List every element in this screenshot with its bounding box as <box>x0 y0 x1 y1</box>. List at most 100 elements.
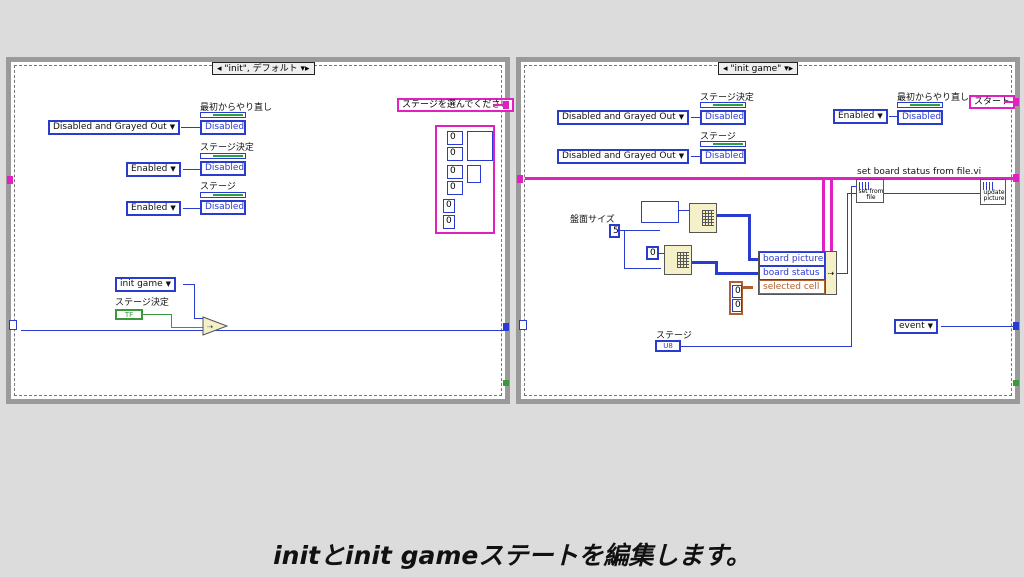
cluster-value-4: 0 <box>443 199 455 213</box>
string-select-stage[interactable]: ステージを選んでください <box>397 98 515 112</box>
wire-pink-main <box>525 177 1013 180</box>
vi-set-from-file[interactable]: set from file <box>856 179 884 203</box>
tunnel-bottom-right <box>503 323 509 331</box>
vi-icon-grid <box>859 182 869 190</box>
cluster-value-3: 0 <box>447 181 463 195</box>
bundle-item-board-picture: board picture <box>759 252 825 266</box>
tunnel-corner <box>503 380 509 386</box>
array-grid-icon <box>702 210 714 226</box>
cluster-constant: 0 0 0 0 0 0 <box>435 125 495 234</box>
ctrl-disabled-grayed[interactable]: Disabled and Grayed Out▼ <box>48 120 181 135</box>
label-vi: set board status from file.vi <box>857 167 982 177</box>
wire-vi-update <box>884 193 980 194</box>
wire-stage <box>851 186 857 187</box>
wire <box>624 230 625 269</box>
cluster-small-box <box>467 165 481 183</box>
wire-brown <box>750 286 753 289</box>
indicator-stage: Disabled <box>700 141 746 166</box>
wire <box>691 117 701 118</box>
wire <box>194 284 195 318</box>
wire <box>183 169 200 170</box>
label-stage-decide: ステージ決定 <box>200 143 254 153</box>
array-value-1: 0 <box>732 299 742 312</box>
tunnel-event <box>1013 322 1019 330</box>
cluster-box <box>467 131 493 161</box>
cluster-value-1: 0 <box>447 147 463 161</box>
case-selector[interactable]: ◂ "init", デフォルト ▾▸ <box>212 62 315 75</box>
label-stage-u8: ステージ <box>656 331 692 341</box>
label-restart: 最初からやり直し <box>200 103 273 113</box>
wire-array2 <box>715 272 758 275</box>
string-start[interactable]: スタート <box>969 95 1016 109</box>
tunnel-right <box>1013 174 1019 182</box>
wire <box>889 116 898 117</box>
wire-bool <box>171 327 205 328</box>
label-stage: ステージ <box>700 132 736 142</box>
cluster-value-5: 0 <box>443 215 455 229</box>
tunnel-left <box>517 175 523 183</box>
vi-update-picture[interactable]: update picture <box>980 179 1006 205</box>
ctrl-disabled-grayed-2[interactable]: Disabled and Grayed Out▼ <box>557 149 690 164</box>
wire-array1 <box>748 258 758 261</box>
array-constant[interactable]: 0 0 <box>729 281 743 315</box>
bundle-node[interactable]: board picture board status selected cell <box>758 251 826 295</box>
wire <box>620 230 660 231</box>
tunnel-left <box>7 176 13 184</box>
caption: initとinit gameステートを編集します。 <box>273 541 751 570</box>
wire-pink-drop2 <box>830 179 833 285</box>
label-stage-decide: ステージ決定 <box>700 93 754 103</box>
wire <box>493 104 505 106</box>
wire <box>659 253 665 254</box>
wire <box>624 268 661 269</box>
wire <box>183 284 195 285</box>
enum-event[interactable]: event▼ <box>894 319 939 334</box>
wire <box>183 208 200 209</box>
tunnel-bottom-left <box>519 320 527 330</box>
tunnel-right-pink <box>1013 98 1019 106</box>
wire-stage <box>851 186 852 347</box>
ctrl-disabled-grayed-1[interactable]: Disabled and Grayed Out▼ <box>557 110 690 125</box>
bool-constant[interactable]: TF <box>115 309 143 320</box>
wire-bottom-left <box>21 330 505 331</box>
init-array-node-1[interactable] <box>689 203 717 233</box>
wire-stage <box>681 346 851 347</box>
case-selector[interactable]: ◂ "init game" ▾▸ <box>718 62 799 75</box>
tunnel-bottom-left <box>9 320 17 330</box>
stage-u8-control[interactable]: U8 <box>655 340 681 352</box>
indicator-stage-decide: Disabled <box>200 153 246 178</box>
wire-to-vi <box>837 273 847 274</box>
ctrl-enabled-1[interactable]: Enabled▼ <box>126 162 181 177</box>
cluster-value-2: 0 <box>447 165 463 179</box>
wire <box>679 210 689 211</box>
wire-array1 <box>717 214 749 217</box>
wire-event <box>941 326 1013 327</box>
wire-array2 <box>692 261 716 264</box>
wire-bool <box>143 314 171 315</box>
wire <box>691 156 701 157</box>
board-size-const[interactable]: 5 <box>609 224 620 238</box>
wire-bool <box>171 314 172 328</box>
wire <box>194 318 206 319</box>
update-icon-grid <box>983 182 993 190</box>
svg-text:⇢: ⇢ <box>207 323 213 331</box>
enum-init-game[interactable]: init game▼ <box>115 277 177 292</box>
bundle-output: ⇢ <box>825 251 837 295</box>
init-array-node-2[interactable] <box>664 245 692 275</box>
wire-array1 <box>748 214 751 259</box>
case-structure-init: ◂ "init", デフォルト ▾▸ 最初からやり直し Disabled and… <box>6 57 515 404</box>
label-restart: 最初からやり直し <box>897 93 970 103</box>
array-grid-icon <box>677 252 689 268</box>
picture-constant[interactable] <box>641 201 679 223</box>
update-text: update picture <box>983 189 1005 202</box>
ctrl-enabled-2[interactable]: Enabled▼ <box>126 201 181 216</box>
label-board-size: 盤面サイズ <box>570 215 615 225</box>
wire-pink-drop1 <box>822 179 825 285</box>
case-frame <box>14 65 502 396</box>
zero-const[interactable]: 0 <box>646 246 659 260</box>
indicator-stage: Disabled <box>200 192 246 217</box>
indicator-restart: Disabled <box>897 102 943 127</box>
array-value-0: 0 <box>732 285 742 298</box>
tunnel-corner <box>1013 380 1019 386</box>
ctrl-enabled[interactable]: Enabled▼ <box>833 109 888 124</box>
wire-to-vi <box>847 193 857 194</box>
